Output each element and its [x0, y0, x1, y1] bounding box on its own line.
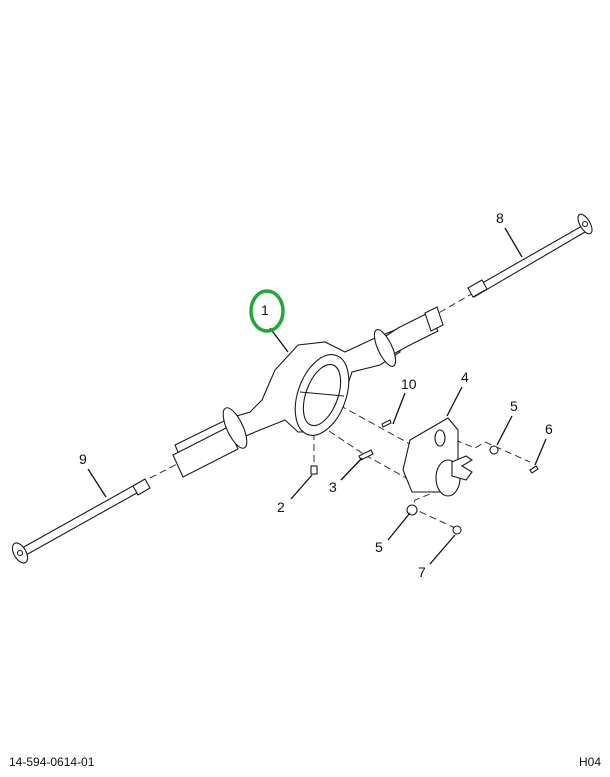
callout-4[interactable]: 4 — [461, 369, 469, 385]
axle-shaft-right — [467, 213, 593, 298]
callout-leaders — [87, 227, 547, 565]
part-3-stud — [358, 449, 374, 461]
axle-shaft-left — [11, 478, 151, 564]
sheet-code: H04 — [578, 755, 601, 769]
part-5-nut-lower — [406, 504, 418, 516]
part-2-plug — [310, 465, 318, 475]
highlight-ring — [249, 289, 285, 333]
callout-7[interactable]: 7 — [418, 564, 426, 580]
callout-9[interactable]: 9 — [79, 451, 87, 467]
axle-housing — [172, 306, 444, 478]
callout-5-right[interactable]: 5 — [510, 398, 518, 414]
assembly-lines — [149, 291, 531, 529]
callout-10[interactable]: 10 — [401, 376, 417, 392]
callout-8[interactable]: 8 — [496, 210, 504, 226]
callout-1[interactable]: 1 — [261, 302, 269, 318]
part-10-pin — [381, 419, 392, 428]
callout-6[interactable]: 6 — [545, 421, 553, 437]
drawing-number: 14-594-0614-01 — [9, 755, 95, 769]
callout-3[interactable]: 3 — [329, 479, 337, 495]
small-fasteners — [310, 419, 539, 535]
callout-2[interactable]: 2 — [277, 499, 285, 515]
callout-5-lower[interactable]: 5 — [375, 539, 383, 555]
part-7-washer — [452, 525, 462, 535]
part-6-bolt — [529, 465, 539, 474]
differential-carrier — [402, 417, 474, 497]
part-5-nut-right — [489, 445, 499, 455]
